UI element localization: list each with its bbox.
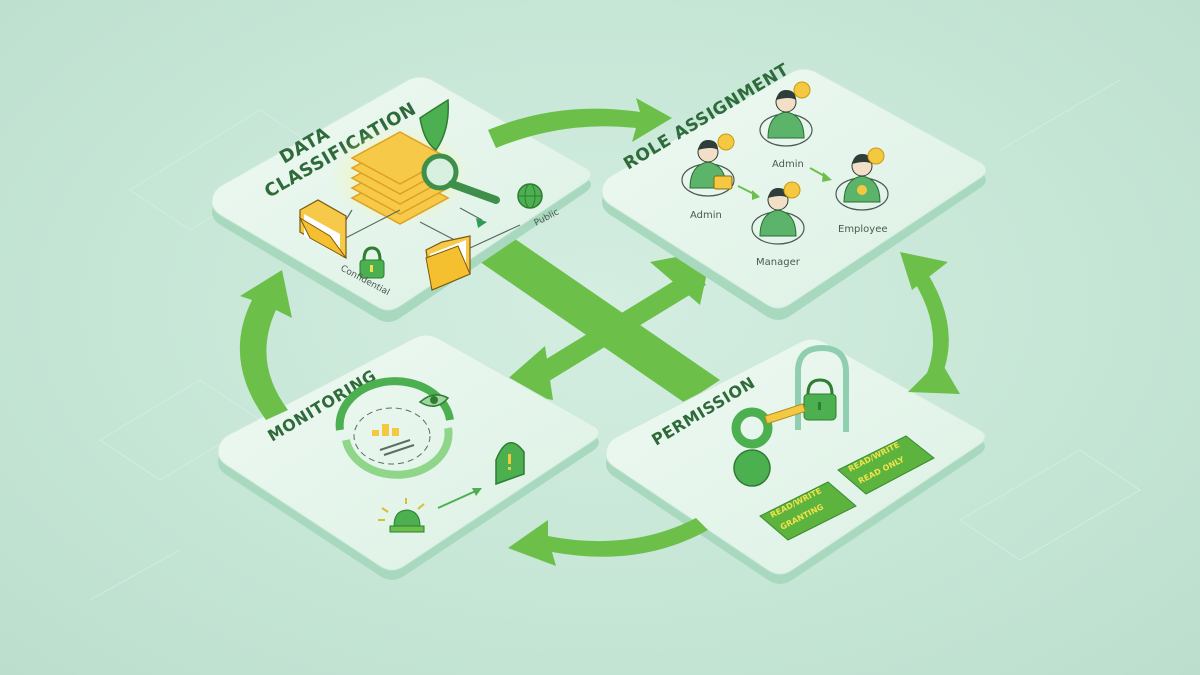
role-label: Employee bbox=[838, 224, 888, 235]
role-label: Manager bbox=[756, 257, 801, 268]
folder-icon bbox=[425, 235, 471, 291]
alert-arrow bbox=[437, 488, 482, 509]
gear-icon bbox=[793, 81, 811, 99]
siren-icon bbox=[378, 498, 425, 533]
gear-icon bbox=[867, 147, 885, 165]
role-label: Admin bbox=[690, 210, 722, 221]
arrow-right bbox=[908, 262, 949, 388]
person-badge-icon bbox=[857, 185, 867, 195]
magnifier-icon bbox=[421, 153, 500, 204]
arrow-bottom bbox=[508, 518, 708, 566]
arrow-left bbox=[239, 270, 292, 420]
role-admin-secondary[interactable]: Admin bbox=[759, 81, 813, 170]
folder-icon bbox=[298, 199, 347, 260]
arrow-marker bbox=[476, 218, 487, 228]
role-flow-arrows bbox=[737, 167, 832, 200]
shield-icon bbox=[419, 98, 449, 152]
role-label: Admin bbox=[772, 159, 804, 170]
briefcase-icon bbox=[713, 175, 733, 190]
role-manager[interactable]: Manager bbox=[751, 181, 805, 268]
role-employee[interactable]: Employee bbox=[835, 147, 889, 235]
tile-permission[interactable]: PERMISSION READ/WRITE GRANTING READ/WRIT… bbox=[605, 338, 986, 584]
globe-icon bbox=[517, 183, 543, 209]
key-icon bbox=[731, 403, 806, 487]
eye-icon bbox=[418, 394, 450, 407]
gear-icon bbox=[783, 181, 801, 199]
gate-icon bbox=[795, 344, 849, 432]
warning-icon bbox=[495, 442, 525, 486]
role-admin-primary[interactable]: Admin bbox=[681, 133, 735, 221]
lock-icon bbox=[359, 246, 385, 279]
cycle-arrows bbox=[239, 98, 960, 566]
arrow-top bbox=[488, 98, 672, 148]
gear-icon bbox=[717, 133, 735, 151]
